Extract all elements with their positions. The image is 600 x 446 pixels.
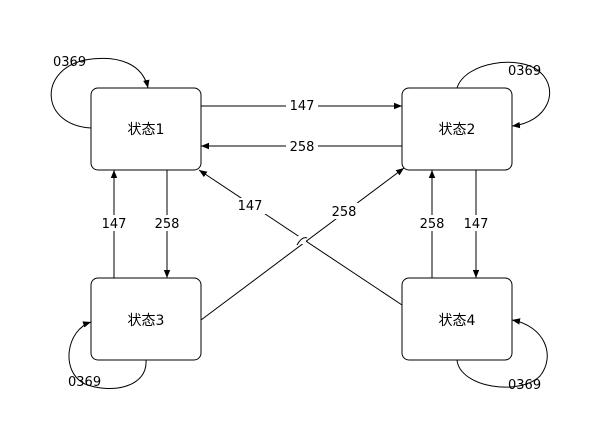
edge-s2-s1: 258 [201,138,402,155]
self-loop-1-label: 0369 [53,55,86,70]
self-loop-1: 0369 [50,55,150,129]
edge-s2-s1-label: 258 [290,140,315,155]
edge-s4-s1-label: 147 [238,199,263,214]
self-loop-1-arrow [50,57,150,129]
self-loop-3: 0369 [68,321,147,390]
edge-s4-s2-label: 258 [420,217,445,232]
state-1-label: 状态1 [128,122,165,138]
state-3-label: 状态3 [128,313,165,329]
edge-s2-s4-label: 147 [464,217,489,232]
state-3: 状态3 [90,277,202,361]
state-1-box [90,87,202,171]
edge-s3-s2-label-group: 258 [328,203,360,220]
state-4: 状态4 [401,277,513,361]
edge-s3-s1: 147 [99,170,129,278]
edge-s4-s1-label-group: 147 [234,198,266,214]
self-loop-3-label: 0369 [68,375,101,390]
self-loop-3-arrow [68,321,147,390]
edge-s3-s2-label: 258 [332,205,357,220]
self-loop-2: 0369 [456,61,551,129]
edge-s1-s3-label: 258 [155,217,180,232]
edge-s3-s1-label: 147 [102,217,127,232]
edge-s1-s2-label: 147 [290,99,315,114]
self-loop-2-arrow [456,61,551,129]
state-4-label: 状态4 [439,313,476,329]
self-loop-4-label: 0369 [508,378,541,393]
edge-s2-s4: 147 [461,170,491,278]
self-loop-4: 0369 [456,318,548,393]
state-2: 状态2 [401,87,513,171]
watermark-text: 知乎 @李琮 [505,414,585,432]
state-2-label: 状态2 [439,122,476,138]
state-1: 状态1 [90,87,202,171]
self-loop-2-label: 0369 [508,64,541,79]
edge-s1-s2: 147 [201,97,402,114]
edge-s1-s3: 258 [152,170,182,278]
edge-s4-s2: 258 [417,170,447,278]
self-loop-4-arrow [456,318,548,388]
